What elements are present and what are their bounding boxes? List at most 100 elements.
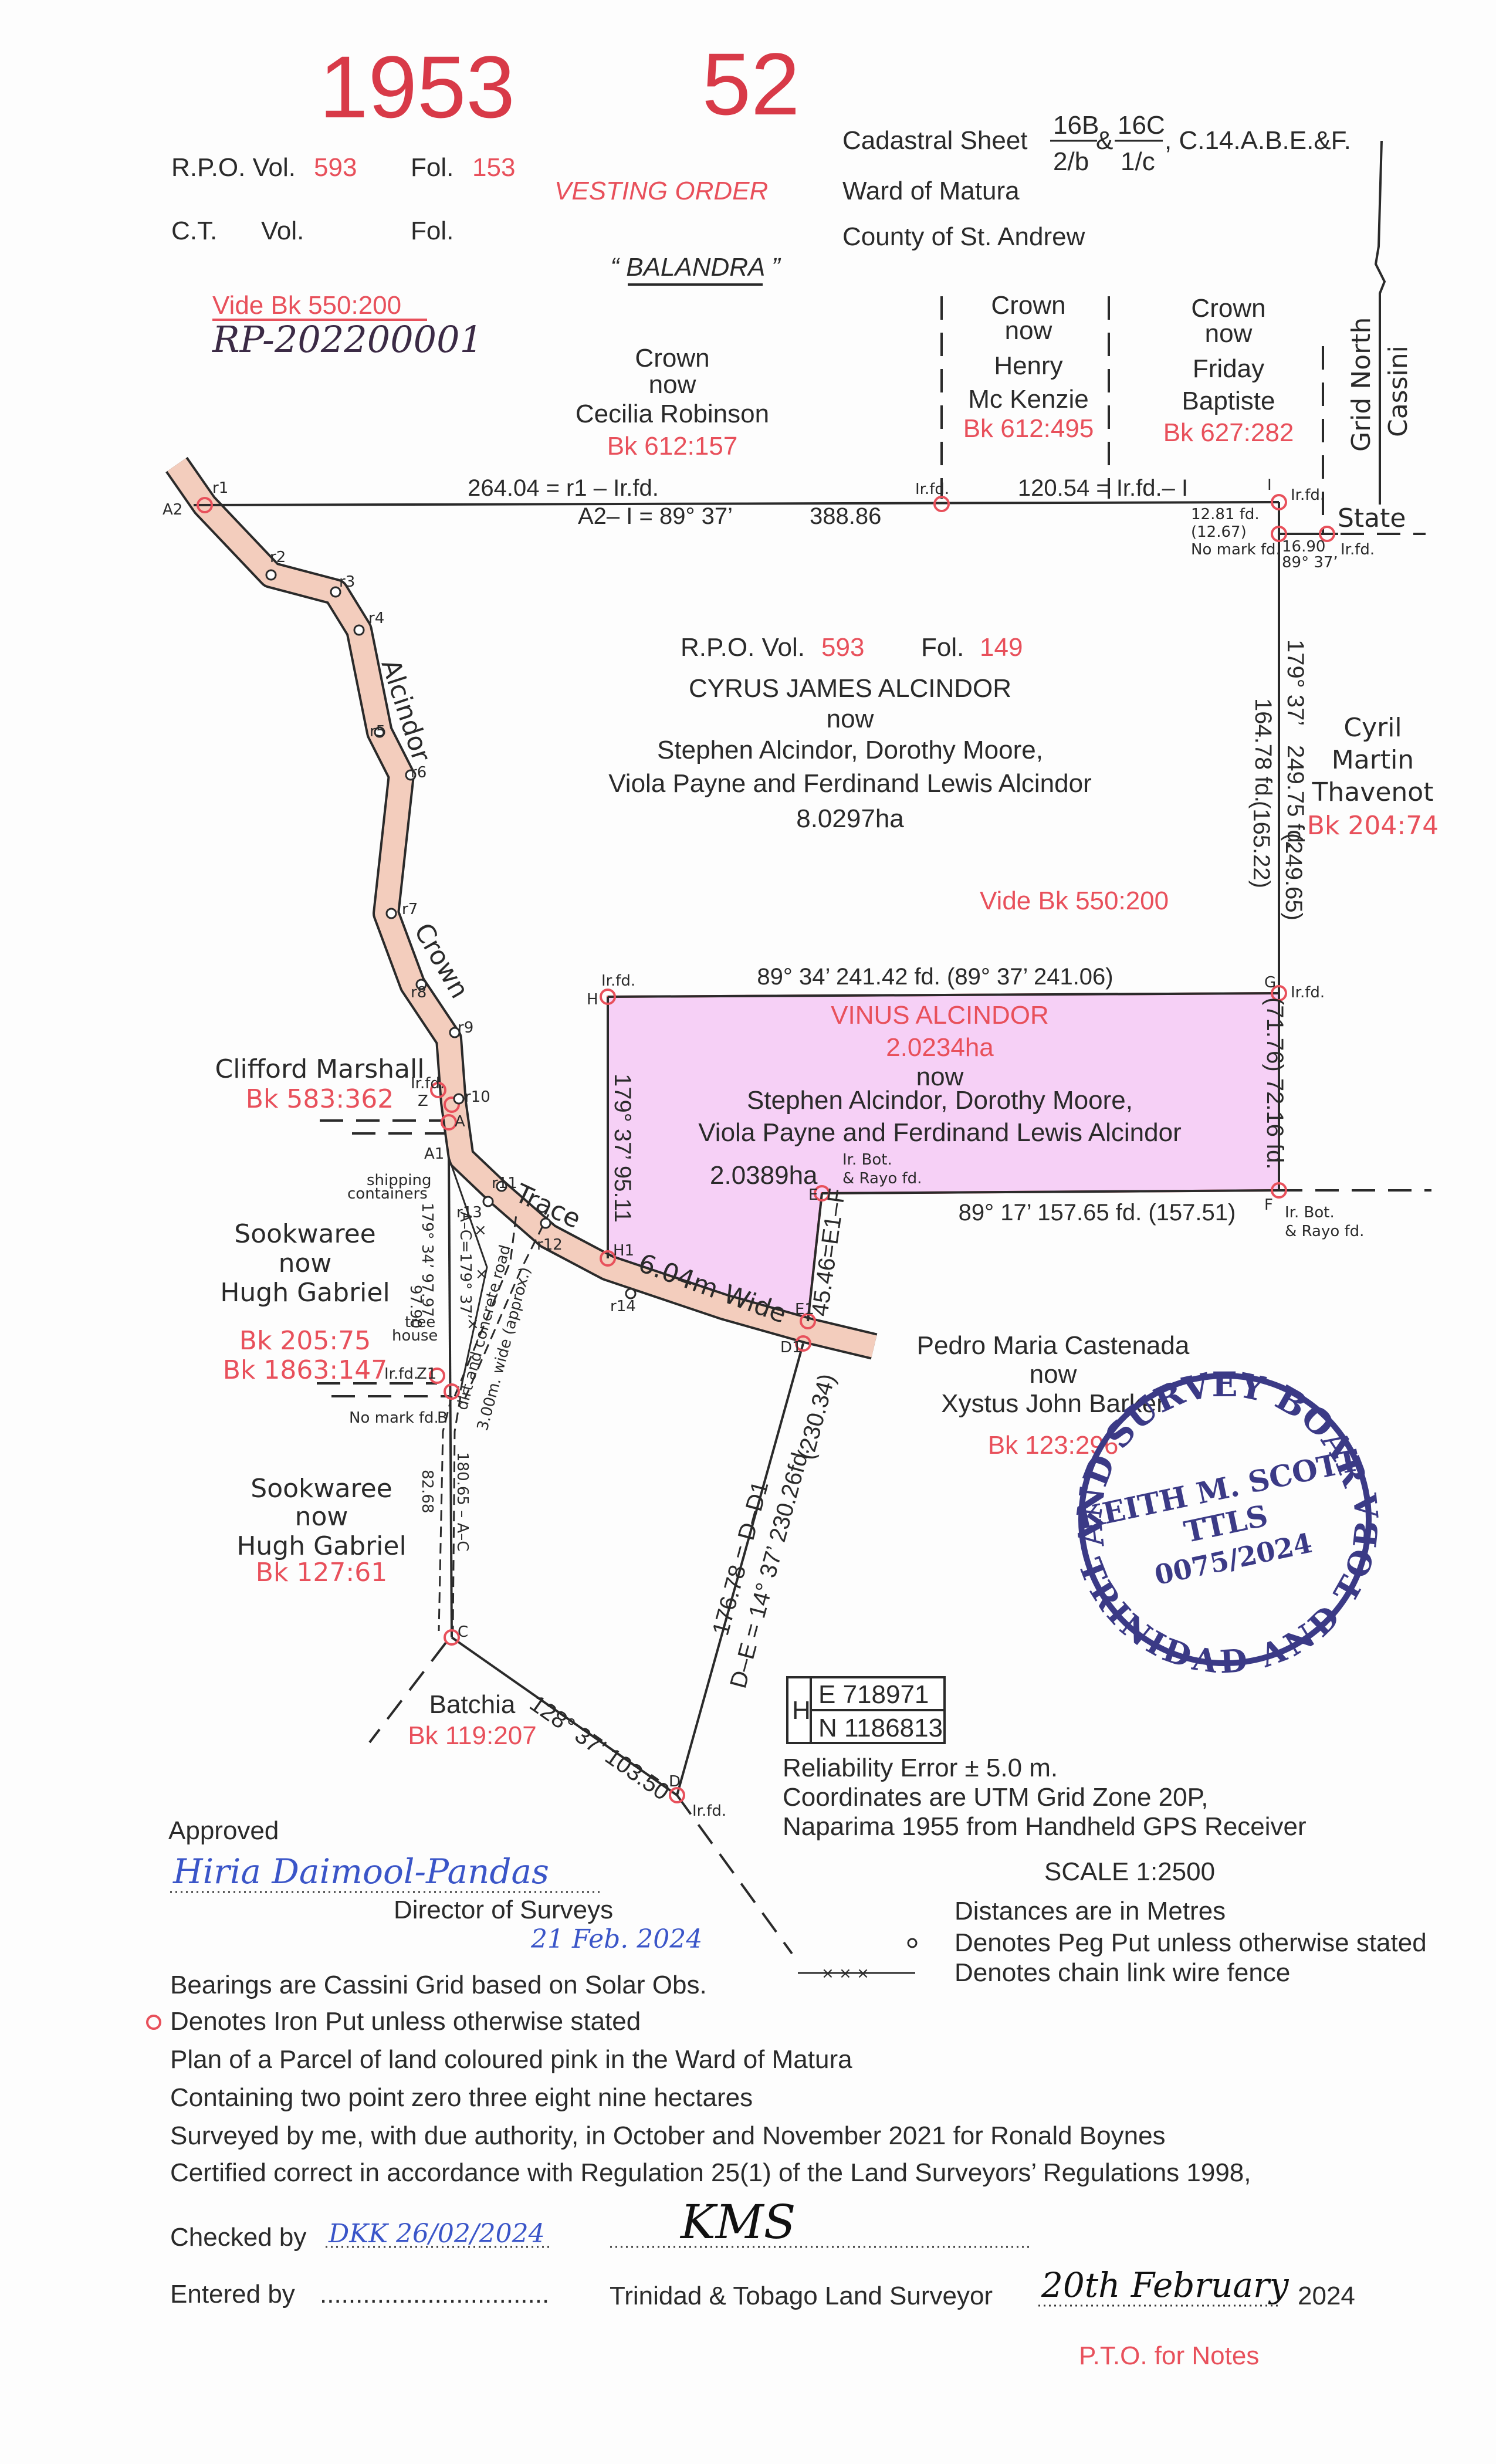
dim-top1: 264.04 = r1 – Ir.fd. — [468, 475, 659, 501]
point-label-r3: r3 — [339, 573, 355, 591]
neighbour-cecilia: Crown now Cecilia Robinson Bk 612:157 — [576, 344, 769, 461]
vesting-order-label: VESTING ORDER — [554, 177, 768, 205]
coord-point: H — [792, 1696, 811, 1725]
label: Henry — [994, 351, 1062, 380]
point-label-c: C — [458, 1623, 468, 1641]
book-ref: Bk 1863:147 — [223, 1355, 387, 1385]
rp-number-handwritten: RP-202200001 — [212, 318, 483, 361]
entered-by-label: Entered by — [170, 2280, 295, 2309]
point-label-f: F — [1264, 1196, 1273, 1214]
point-label-r14: r14 — [610, 1298, 636, 1315]
dim-west2: 97.90 — [407, 1285, 424, 1328]
point-label-top-irfd: Ir.fd. — [915, 480, 949, 498]
distances-note: Distances are in Metres — [955, 1897, 1226, 1925]
point-label-b-no-mark: No mark fd. — [349, 1409, 439, 1427]
county-label: County of St. Andrew — [842, 222, 1085, 251]
label: Crown — [991, 291, 1065, 320]
point-label-z-irfd: Ir.fd. — [411, 1075, 445, 1092]
point-label-h: H — [587, 991, 598, 1008]
fraction2-denominator: 1/c — [1121, 147, 1155, 176]
fence-line — [448, 1157, 488, 1391]
label: now — [1005, 316, 1052, 345]
rpo-volume: 593 — [314, 153, 357, 182]
dim-i-offset-old: (12.67) — [1191, 523, 1247, 541]
line-d-dashed — [676, 1794, 793, 1955]
label: Batchia — [429, 1690, 516, 1719]
dim-g-f: (71.76) 72.16 fd. — [1262, 997, 1288, 1170]
label: Hugh Gabriel — [220, 1278, 390, 1308]
parent-parcel-label: R.P.O. Vol. 593 Fol. 149 CYRUS JAMES ALC… — [608, 633, 1169, 915]
point-label-i: I — [1267, 476, 1272, 494]
point-label-r11: r11 — [492, 1175, 517, 1192]
fence-legend: Denotes chain link wire fence — [955, 1958, 1290, 1987]
point-label-r4: r4 — [368, 610, 384, 627]
pto-notes[interactable]: P.T.O. for Notes — [1079, 2341, 1259, 2370]
batchia-dashed-line — [368, 1641, 447, 1744]
book-ref: Bk 205:75 — [239, 1326, 371, 1356]
label: Stephen Alcindor, Dorothy Moore, — [747, 1086, 1133, 1115]
dim-west1: 179° 34’ 97.97 — [418, 1203, 436, 1317]
label: Viola Payne and Ferdinand Lewis Alcindor — [698, 1118, 1182, 1147]
folio-number: 52 — [702, 35, 800, 133]
dim-e-f: 89° 17’ 157.65 fd. (157.51) — [959, 1200, 1236, 1226]
label: Baptiste — [1182, 387, 1275, 415]
neighbour-henry: Crown now Henry Mc Kenzie Bk 612:495 — [963, 291, 1094, 443]
point-label-state-irfd: Ir.fd. — [1341, 541, 1375, 559]
label: VINUS ALCINDOR — [831, 1001, 1049, 1030]
director-label: Director of Surveys — [394, 1896, 613, 1924]
label: Friday — [1193, 354, 1264, 383]
date-year: 2024 — [1298, 2282, 1355, 2310]
point-label-h-irfd: Ir.fd. — [601, 972, 635, 990]
north-boundary-line — [193, 501, 1280, 506]
book-ref: Bk 612:495 — [963, 414, 1094, 443]
dim-a-c-2: 180.65 – A–C — [453, 1452, 471, 1551]
iron-markers — [197, 494, 1335, 1803]
point-label-d1: D1 — [780, 1339, 802, 1356]
dim-state-offset: 16.90 — [1282, 538, 1325, 556]
certification-statement: Certified correct in accordance with Reg… — [170, 2158, 1251, 2187]
surveyed-statement: Surveyed by me, with due authority, in O… — [170, 2121, 1166, 2150]
point-label-r6: r6 — [411, 764, 427, 781]
entered-by-field[interactable]: ................................ — [320, 2280, 549, 2309]
neighbour-friday: Crown now Friday Baptiste Bk 627:282 — [1163, 294, 1294, 447]
neighbour-sookwaree-1: Sookwaree now Hugh Gabriel Bk 205:75 Bk … — [220, 1219, 390, 1385]
cadastral-sheet-label: Cadastral Sheet — [842, 126, 1028, 155]
state-label: State — [1338, 503, 1406, 533]
neighbour-sookwaree-2: Sookwaree now Hugh Gabriel Bk 127:61 — [236, 1474, 406, 1588]
book-ref: Bk 583:362 — [246, 1084, 394, 1114]
point-label-r5: r5 — [370, 723, 385, 740]
side-road-edge-1 — [438, 1396, 453, 1632]
label: Thavenot — [1312, 777, 1434, 807]
point-label-z1-irfd: Ir.fd. — [384, 1365, 418, 1383]
label: now — [916, 1062, 964, 1091]
director-date: 21 Feb. 2024 — [530, 1924, 702, 1954]
label: 2.0234ha — [886, 1033, 994, 1062]
fence-x-mark: × — [475, 1265, 488, 1283]
fence-legend-x: × × × — [821, 1965, 869, 1982]
neighbour-cyril: Cyril Martin Thavenot Bk 204:74 — [1307, 713, 1439, 841]
label: Stephen Alcindor, Dorothy Moore, — [657, 736, 1043, 764]
book-ref: Bk 627:282 — [1163, 418, 1294, 447]
point-label-r7: r7 — [402, 901, 418, 918]
rpo-folio: 153 — [472, 153, 515, 182]
fraction2-numerator: 16C — [1118, 111, 1165, 140]
tree-house-label-2: house — [392, 1327, 438, 1345]
checked-by-value[interactable]: DKK 26/02/2024 — [328, 2219, 545, 2249]
label: Sookwaree — [251, 1474, 392, 1504]
point-f-ir-bot: Ir. Bot. — [1285, 1204, 1335, 1221]
north-arrow-line — [1374, 140, 1386, 505]
easting: E 718971 — [818, 1680, 929, 1709]
book-ref: Bk 127:61 — [256, 1558, 387, 1588]
dim-top-bearing: A2– I = 89° 37’ — [578, 503, 733, 529]
label: Crown — [1191, 294, 1265, 323]
dim-i-offset: 12.81 fd. — [1191, 506, 1260, 523]
label: Cecilia Robinson — [576, 400, 769, 428]
label: R.P.O. Vol. — [681, 633, 805, 662]
point-label-g: G — [1264, 974, 1276, 991]
label: now — [295, 1502, 348, 1532]
dim-h-g: 89° 34’ 241.42 fd. (89° 37’ 241.06) — [757, 964, 1113, 990]
ward-label: Ward of Matura — [842, 177, 1020, 205]
parcel-label: VINUS ALCINDOR 2.0234ha now Stephen Alci… — [698, 1001, 1182, 1190]
point-label-e1: E1 — [795, 1301, 814, 1318]
